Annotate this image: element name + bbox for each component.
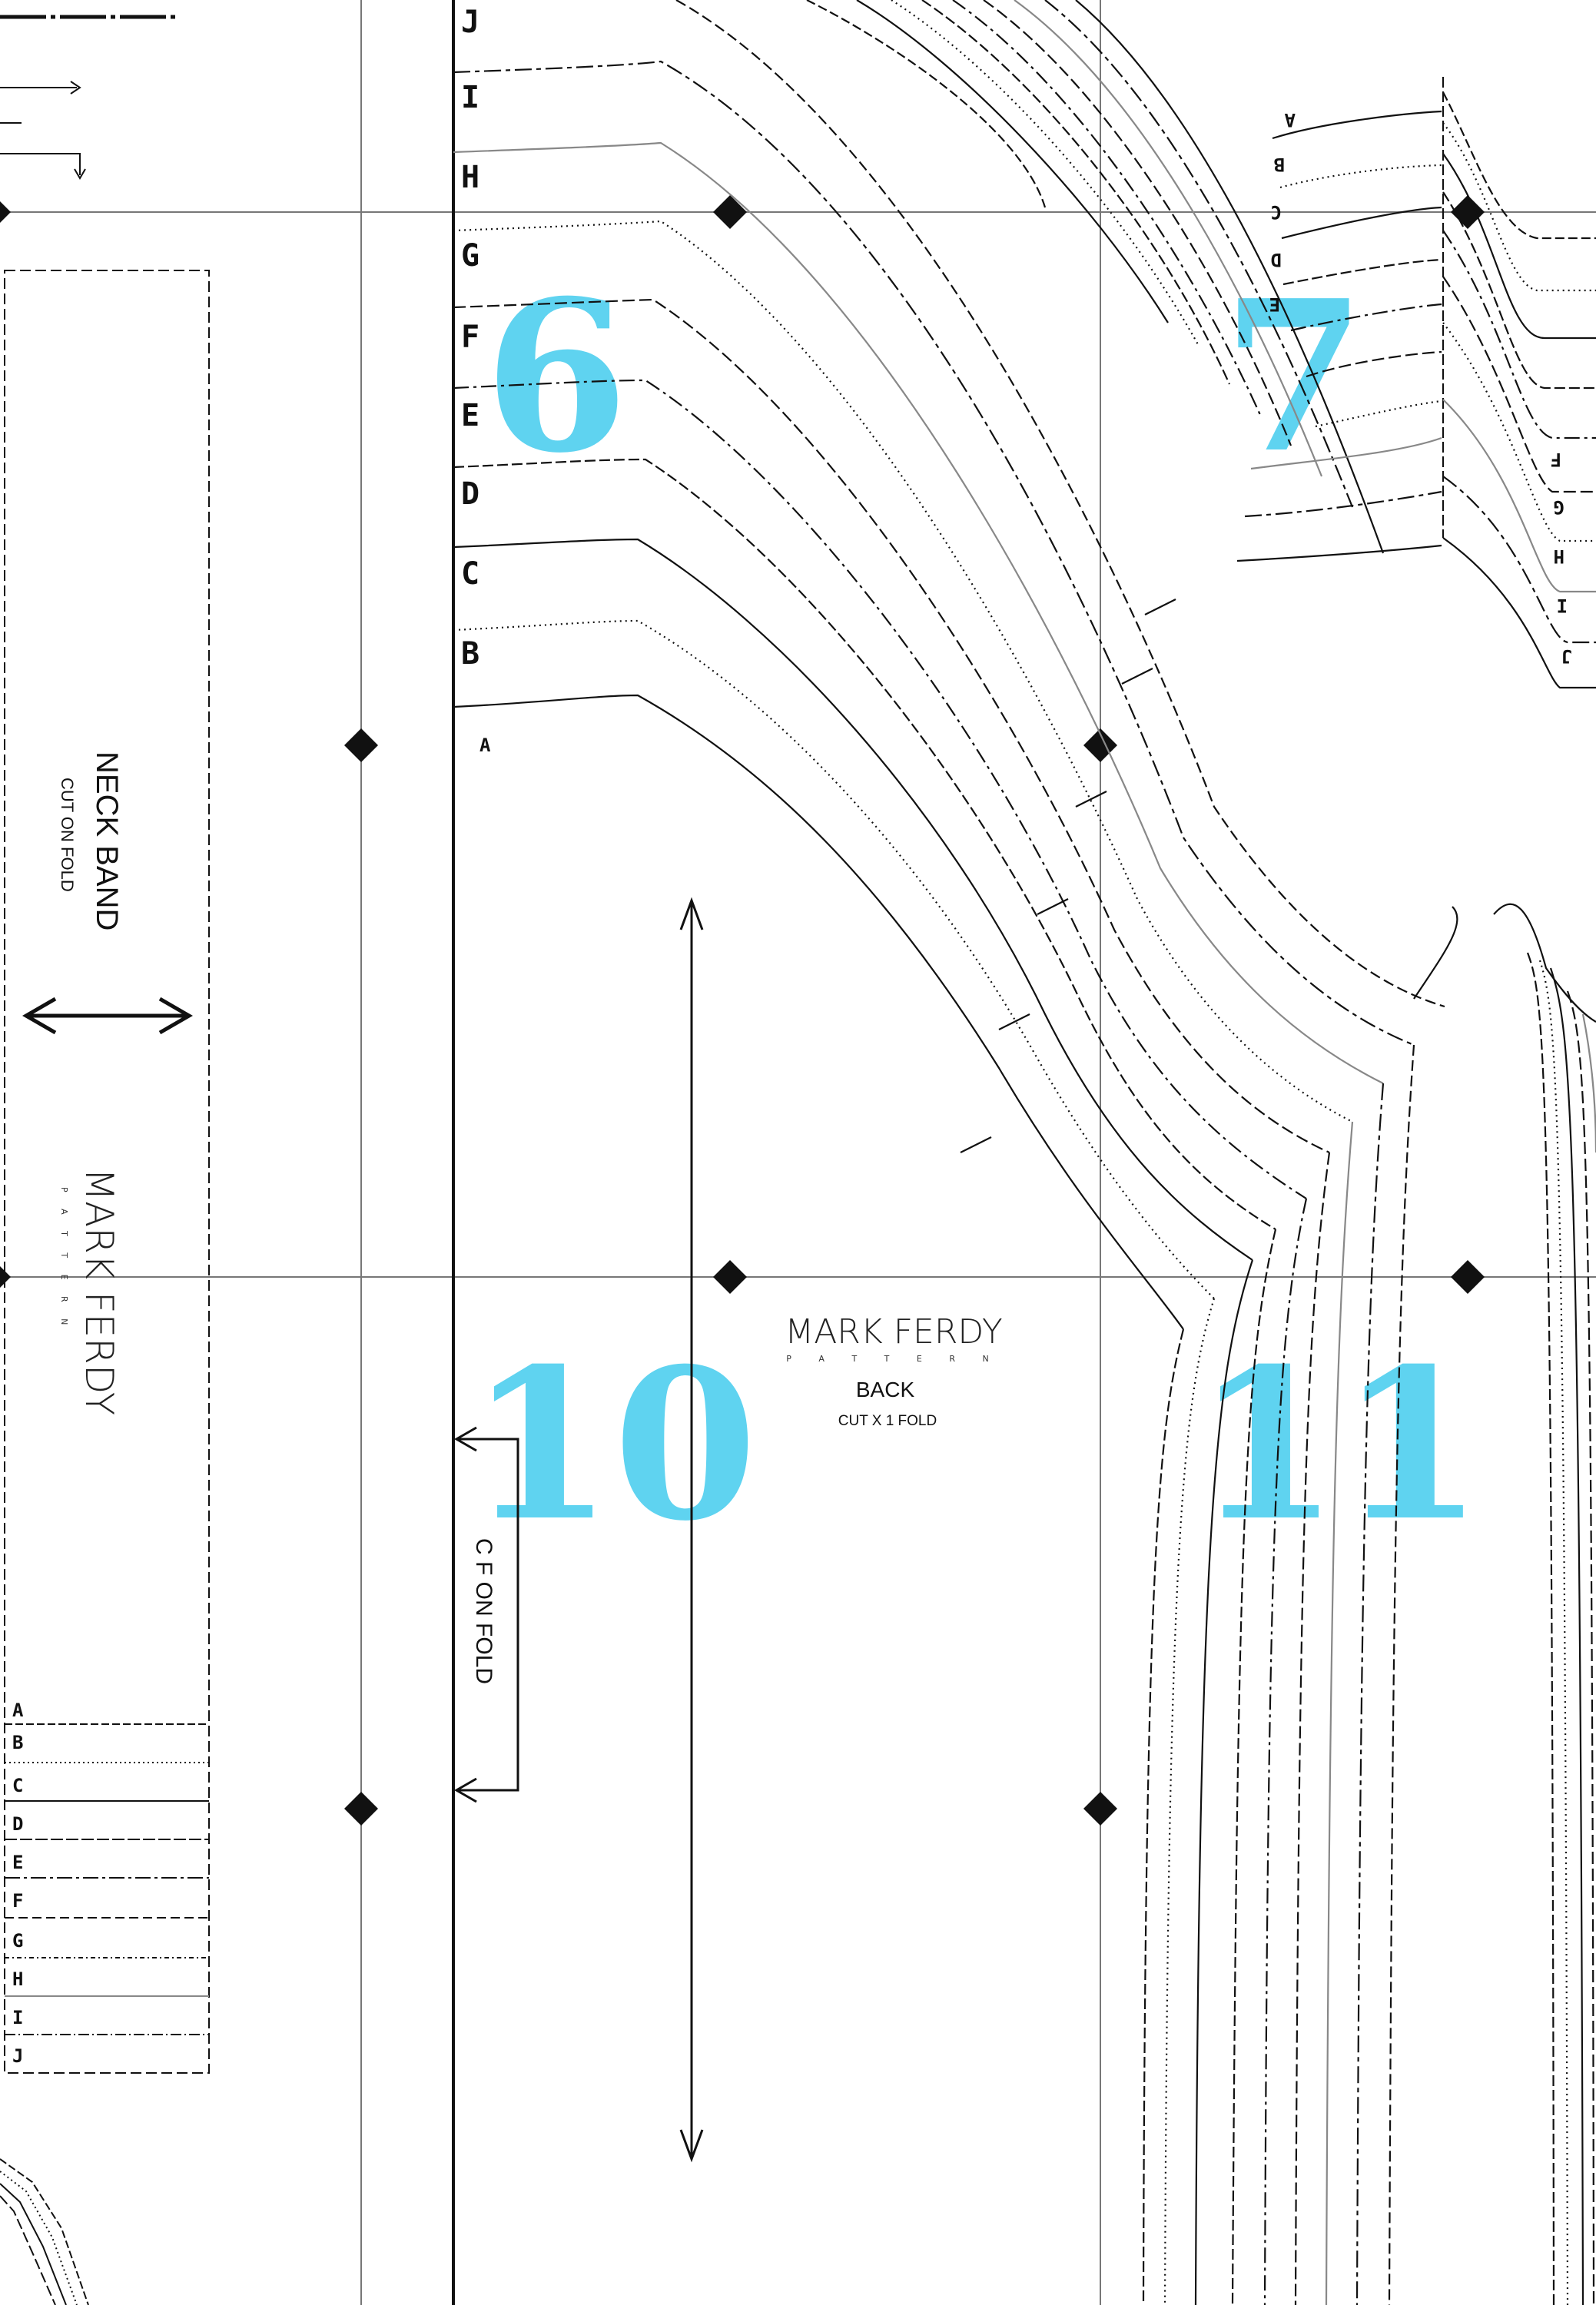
neck-band-cut-instruction: CUT ON FOLD: [58, 778, 77, 892]
back-brand: MARK FERDY: [785, 1312, 1003, 1351]
legend-fragments: [0, 15, 177, 180]
fold-bracket: [453, 1426, 519, 1803]
page-numbers: 6 7 10 11: [469, 254, 1484, 1567]
back-piece-name: BACK: [856, 1378, 915, 1401]
front-size-labels: A B C D E F G H I J: [1269, 109, 1572, 667]
back-size-E: E: [461, 398, 479, 433]
back-cut-instruction: CUT X 1 FOLD: [838, 1413, 937, 1429]
front-size-G: G: [1554, 496, 1564, 518]
page-number-7: 7: [1222, 254, 1366, 499]
front-size-J: J: [1561, 645, 1572, 667]
back-size-B: B: [461, 636, 479, 672]
back-size-J: J: [461, 5, 479, 40]
front-size-B: B: [1274, 154, 1285, 175]
back-size-D: D: [461, 476, 479, 512]
front-piece: A B C D E F G H I J: [806, 0, 1596, 2305]
page-number-6: 6: [484, 254, 629, 499]
front-size-H: H: [1554, 546, 1564, 567]
neck-band-size-I: I: [12, 2007, 23, 2028]
neck-band-size-B: B: [12, 1732, 23, 1753]
neck-band-piece: NECK BAND CUT ON FOLD MARK FERDY P A T T…: [4, 270, 210, 2074]
neck-band-brand: MARK FERDY: [77, 1168, 121, 1415]
front-side-seam-lines: [1493, 903, 1596, 2305]
neck-band-size-A: A: [12, 1700, 24, 1721]
back-grainline-arrow: [679, 897, 704, 2163]
front-size-A: A: [1284, 109, 1296, 131]
neck-band-size-J: J: [12, 2045, 23, 2067]
fold-label: C F ON FOLD: [471, 1538, 496, 1684]
back-size-labels: J I H G F E D C B A: [461, 5, 491, 756]
neck-band-size-E: E: [12, 1852, 23, 1873]
back-size-A: A: [479, 735, 491, 756]
back-piece: J I H G F E D C B A C F ON FOLD MARK FER…: [452, 0, 1458, 2305]
front-size-E: E: [1269, 294, 1280, 315]
back-notches: [960, 599, 1176, 1153]
back-size-G: G: [461, 238, 479, 274]
front-size-D: D: [1271, 249, 1282, 270]
sleeve-fragment: [0, 2158, 89, 2305]
registration-diamonds: [0, 195, 1485, 1826]
neck-band-size-D: D: [12, 1813, 23, 1835]
front-size-C: C: [1271, 201, 1282, 223]
front-size-I: I: [1557, 595, 1568, 616]
neck-band-size-lines: [5, 1723, 209, 2035]
neck-band-size-F: F: [12, 1890, 23, 1912]
back-size-C: C: [461, 556, 479, 592]
back-brand-sub: P A T T E R N: [786, 1354, 1000, 1364]
front-neckline-curves: [806, 0, 1596, 689]
neck-band-size-C: C: [12, 1775, 23, 1796]
neck-band-size-H: H: [12, 1968, 23, 1990]
neck-band-brand-sub: P A T T E R N: [59, 1187, 69, 1332]
grainline-arrow: [22, 997, 193, 1035]
page-number-10: 10: [469, 1322, 758, 1567]
back-neckline-curves: [453, 0, 1445, 1330]
back-size-F: F: [461, 320, 479, 355]
back-side-seam-lines: [1142, 906, 1458, 2305]
neck-band-size-labels: A B C D E F G H I J: [12, 1700, 24, 2067]
back-size-H: H: [461, 160, 479, 195]
neck-band-size-G: G: [12, 1930, 23, 1952]
front-size-F: F: [1551, 449, 1561, 470]
back-size-I: I: [461, 80, 479, 115]
neck-band-title: NECK BAND: [90, 751, 124, 930]
